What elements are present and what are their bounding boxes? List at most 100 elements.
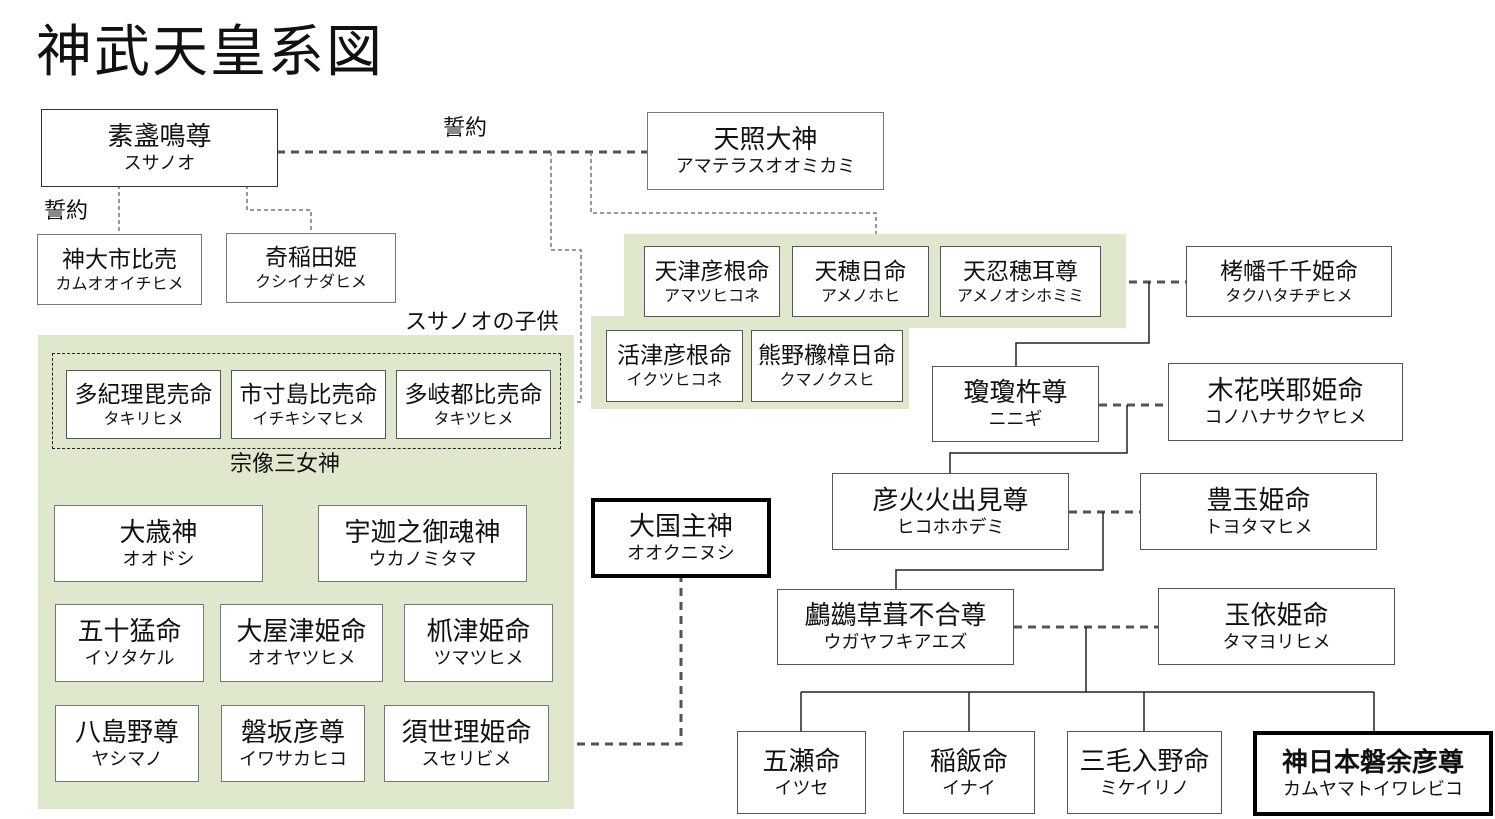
node-name: 活津彦根命 bbox=[617, 343, 732, 369]
node-name: 大歳神 bbox=[119, 517, 198, 548]
node-ikutsuhikone: 活津彦根命 イクツヒコネ bbox=[606, 330, 743, 402]
node-ukanomitama: 宇迦之御魂神 ウカノミタマ bbox=[318, 505, 527, 582]
node-amenohohi: 天穂日命 アメノホヒ bbox=[792, 246, 929, 317]
node-reading: クマノクスヒ bbox=[779, 370, 875, 389]
node-amaterasu: 天照大神 アマテラスオオミカミ bbox=[647, 112, 884, 190]
node-amenooshihomimi: 天忍穂耳尊 アメノオシホミミ bbox=[940, 246, 1101, 317]
node-name: 八島野尊 bbox=[74, 717, 179, 748]
node-tsumatsu: 枛津姫命 ツマツヒメ bbox=[404, 604, 553, 682]
node-takiri: 多紀理毘売命 タキリヒメ bbox=[66, 370, 221, 439]
node-name: 天照大神 bbox=[713, 125, 818, 155]
node-name: 素盞鳴尊 bbox=[107, 122, 212, 152]
node-suseri: 須世理姫命 スセリビメ bbox=[384, 705, 549, 782]
node-name: 大国主神 bbox=[628, 512, 733, 542]
node-ugayafukiaezu: 鸕鷀草葺不合尊 ウガヤフキアエズ bbox=[777, 589, 1014, 665]
node-name: 天穂日命 bbox=[814, 258, 907, 285]
kushinada-line bbox=[246, 185, 312, 234]
node-name: 磐坂彦尊 bbox=[240, 717, 345, 748]
node-name: 大屋津姫命 bbox=[236, 617, 367, 647]
node-konohanasakuya: 木花咲耶姫命 コノハナサクヤヒメ bbox=[1168, 363, 1403, 441]
node-reading: ニニギ bbox=[988, 409, 1043, 430]
node-name: 市寸島比売命 bbox=[239, 381, 378, 408]
node-reading: ヒコホホデミ bbox=[896, 516, 1005, 538]
node-name: 木花咲耶姫命 bbox=[1207, 376, 1364, 406]
node-reading: タキツヒメ bbox=[433, 408, 514, 428]
node-reading: タクハタチヂヒメ bbox=[1225, 285, 1353, 305]
node-ninigi: 瓊瓊杵尊 ニニギ bbox=[932, 366, 1099, 442]
node-name: 須世理姫命 bbox=[401, 717, 532, 748]
node-reading: スセリビメ bbox=[421, 748, 512, 770]
node-reading: カムヤマトイワレビコ bbox=[1283, 778, 1463, 800]
munakata-dashed-box bbox=[52, 353, 561, 449]
node-kumanokusubi: 熊野櫲樟日命 クマノクスヒ bbox=[751, 330, 903, 402]
node-reading: カムオオイチヒメ bbox=[55, 273, 184, 293]
node-reading: ツマツヒメ bbox=[433, 648, 524, 669]
node-name: 鸕鷀草葺不合尊 bbox=[804, 601, 987, 631]
node-reading: スサノオ bbox=[123, 153, 196, 174]
node-susanoo: 素盞鳴尊 スサノオ bbox=[41, 109, 278, 187]
node-takuhatachiji: 栲幡千千姫命 タクハタチヂヒメ bbox=[1186, 246, 1392, 317]
node-takitsu: 多岐都比売命 タキツヒメ bbox=[396, 370, 551, 439]
node-name: 豊玉姫命 bbox=[1206, 485, 1311, 516]
node-name: 熊野櫲樟日命 bbox=[758, 343, 896, 369]
node-reading: トヨタマヒメ bbox=[1204, 516, 1313, 538]
node-reading: イソタケル bbox=[84, 648, 175, 669]
node-ootoshi: 大歳神 オオドシ bbox=[54, 505, 263, 582]
node-reading: イツセ bbox=[774, 777, 829, 799]
node-name: 枛津姫命 bbox=[426, 617, 531, 647]
node-reading: タキリヒメ bbox=[103, 408, 184, 428]
oath-label-left: 誓約 bbox=[44, 199, 89, 224]
node-name: 多岐都比売命 bbox=[404, 381, 543, 408]
node-hikohohodemi: 彦火火出見尊 ヒコホホデミ bbox=[832, 473, 1069, 550]
node-name: 五瀬命 bbox=[762, 746, 841, 777]
node-iwasakahiko: 磐坂彦尊 イワサカヒコ bbox=[221, 705, 365, 782]
node-reading: タマヨリヒメ bbox=[1222, 631, 1331, 653]
node-yashimano: 八島野尊 ヤシマノ bbox=[55, 705, 199, 782]
susanoo-children-label: スサノオの子供 bbox=[405, 310, 559, 335]
node-ooyatsu: 大屋津姫命 オオヤツヒメ bbox=[220, 604, 383, 682]
node-reading: イナイ bbox=[942, 777, 996, 799]
node-name: 玉依姫命 bbox=[1224, 600, 1329, 631]
node-reading: ヤシマノ bbox=[91, 748, 163, 770]
node-jimmu: 神日本磐余彦尊 カムヤマトイワレビコ bbox=[1253, 731, 1493, 816]
node-name: 神日本磐余彦尊 bbox=[1281, 747, 1464, 778]
node-name: 奇稲田姫 bbox=[265, 245, 357, 271]
node-name: 五十猛命 bbox=[77, 617, 182, 647]
node-reading: イワサカヒコ bbox=[239, 748, 347, 770]
munakata-label: 宗像三女神 bbox=[230, 452, 341, 477]
node-reading: アメノホヒ bbox=[820, 285, 901, 305]
oath-label-top: 誓約 bbox=[443, 116, 488, 141]
node-name: 天忍穂耳尊 bbox=[963, 258, 1078, 285]
node-isotakeru: 五十猛命 イソタケル bbox=[55, 604, 204, 682]
node-kamuooichi: 神大市比売 カムオオイチヒメ bbox=[37, 234, 202, 305]
page-title: 神武天皇系図 bbox=[36, 20, 384, 85]
node-reading: アマテラスオオミカミ bbox=[675, 156, 856, 177]
node-ichikishima: 市寸島比売命 イチキシマヒメ bbox=[231, 370, 386, 439]
node-name: 宇迦之御魂神 bbox=[344, 517, 501, 548]
node-name: 天津彦根命 bbox=[654, 258, 770, 285]
node-tamayori: 玉依姫命 タマヨリヒメ bbox=[1158, 588, 1395, 665]
node-reading: ミケイリノ bbox=[1099, 777, 1190, 799]
node-reading: ウカノミタマ bbox=[368, 548, 477, 570]
node-name: 瓊瓊杵尊 bbox=[963, 378, 1068, 408]
node-itsuse: 五瀬命 イツセ bbox=[737, 731, 866, 814]
node-name: 三毛入野命 bbox=[1079, 746, 1210, 777]
node-reading: イチキシマヒメ bbox=[252, 408, 365, 428]
node-reading: アマツヒコネ bbox=[663, 285, 760, 305]
node-reading: クシイナダヒメ bbox=[255, 272, 367, 291]
node-toyotama: 豊玉姫命 トヨタマヒメ bbox=[1140, 473, 1377, 550]
node-reading: コノハナサクヤヒメ bbox=[1204, 407, 1367, 428]
node-reading: オオクニヌシ bbox=[627, 543, 735, 564]
node-mikeirino: 三毛入野命 ミケイリノ bbox=[1067, 731, 1222, 814]
node-name: 多紀理毘売命 bbox=[74, 381, 213, 408]
node-inai: 稲飯命 イナイ bbox=[903, 731, 1035, 814]
node-amatsuhikone: 天津彦根命 アマツヒコネ bbox=[644, 246, 780, 317]
node-reading: アメノオシホミミ bbox=[956, 285, 1085, 305]
node-name: 稲飯命 bbox=[929, 746, 1008, 777]
node-reading: ウガヤフキアエズ bbox=[823, 632, 968, 653]
node-kushinada: 奇稲田姫 クシイナダヒメ bbox=[226, 233, 396, 303]
node-reading: オオヤツヒメ bbox=[247, 648, 356, 669]
node-reading: イクツヒコネ bbox=[626, 370, 723, 389]
node-name: 彦火火出見尊 bbox=[872, 485, 1029, 516]
node-ookuninushi: 大国主神 オオクニヌシ bbox=[591, 498, 771, 578]
